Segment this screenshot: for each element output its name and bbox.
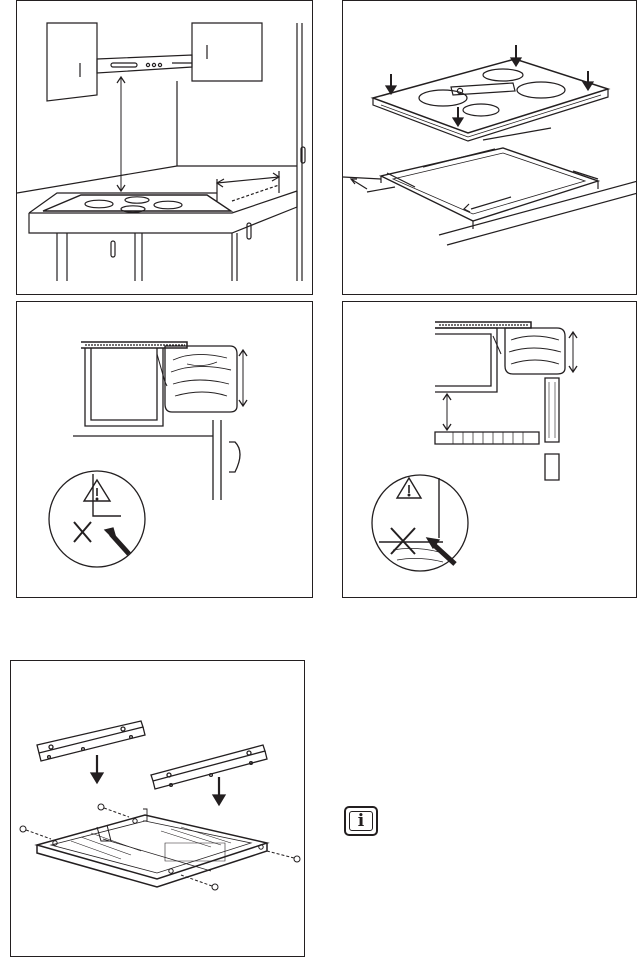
figure-hob-insertion-cutout: [342, 0, 637, 295]
figure-hood-hob-distance: [16, 0, 313, 295]
info-icon: i: [344, 806, 378, 836]
figure-under-counter-clearance: [16, 301, 313, 598]
figure-under-counter-clearance-shelf: [342, 301, 637, 598]
info-letter: i: [349, 811, 373, 831]
figure-protection-box-assembly: [10, 660, 305, 957]
